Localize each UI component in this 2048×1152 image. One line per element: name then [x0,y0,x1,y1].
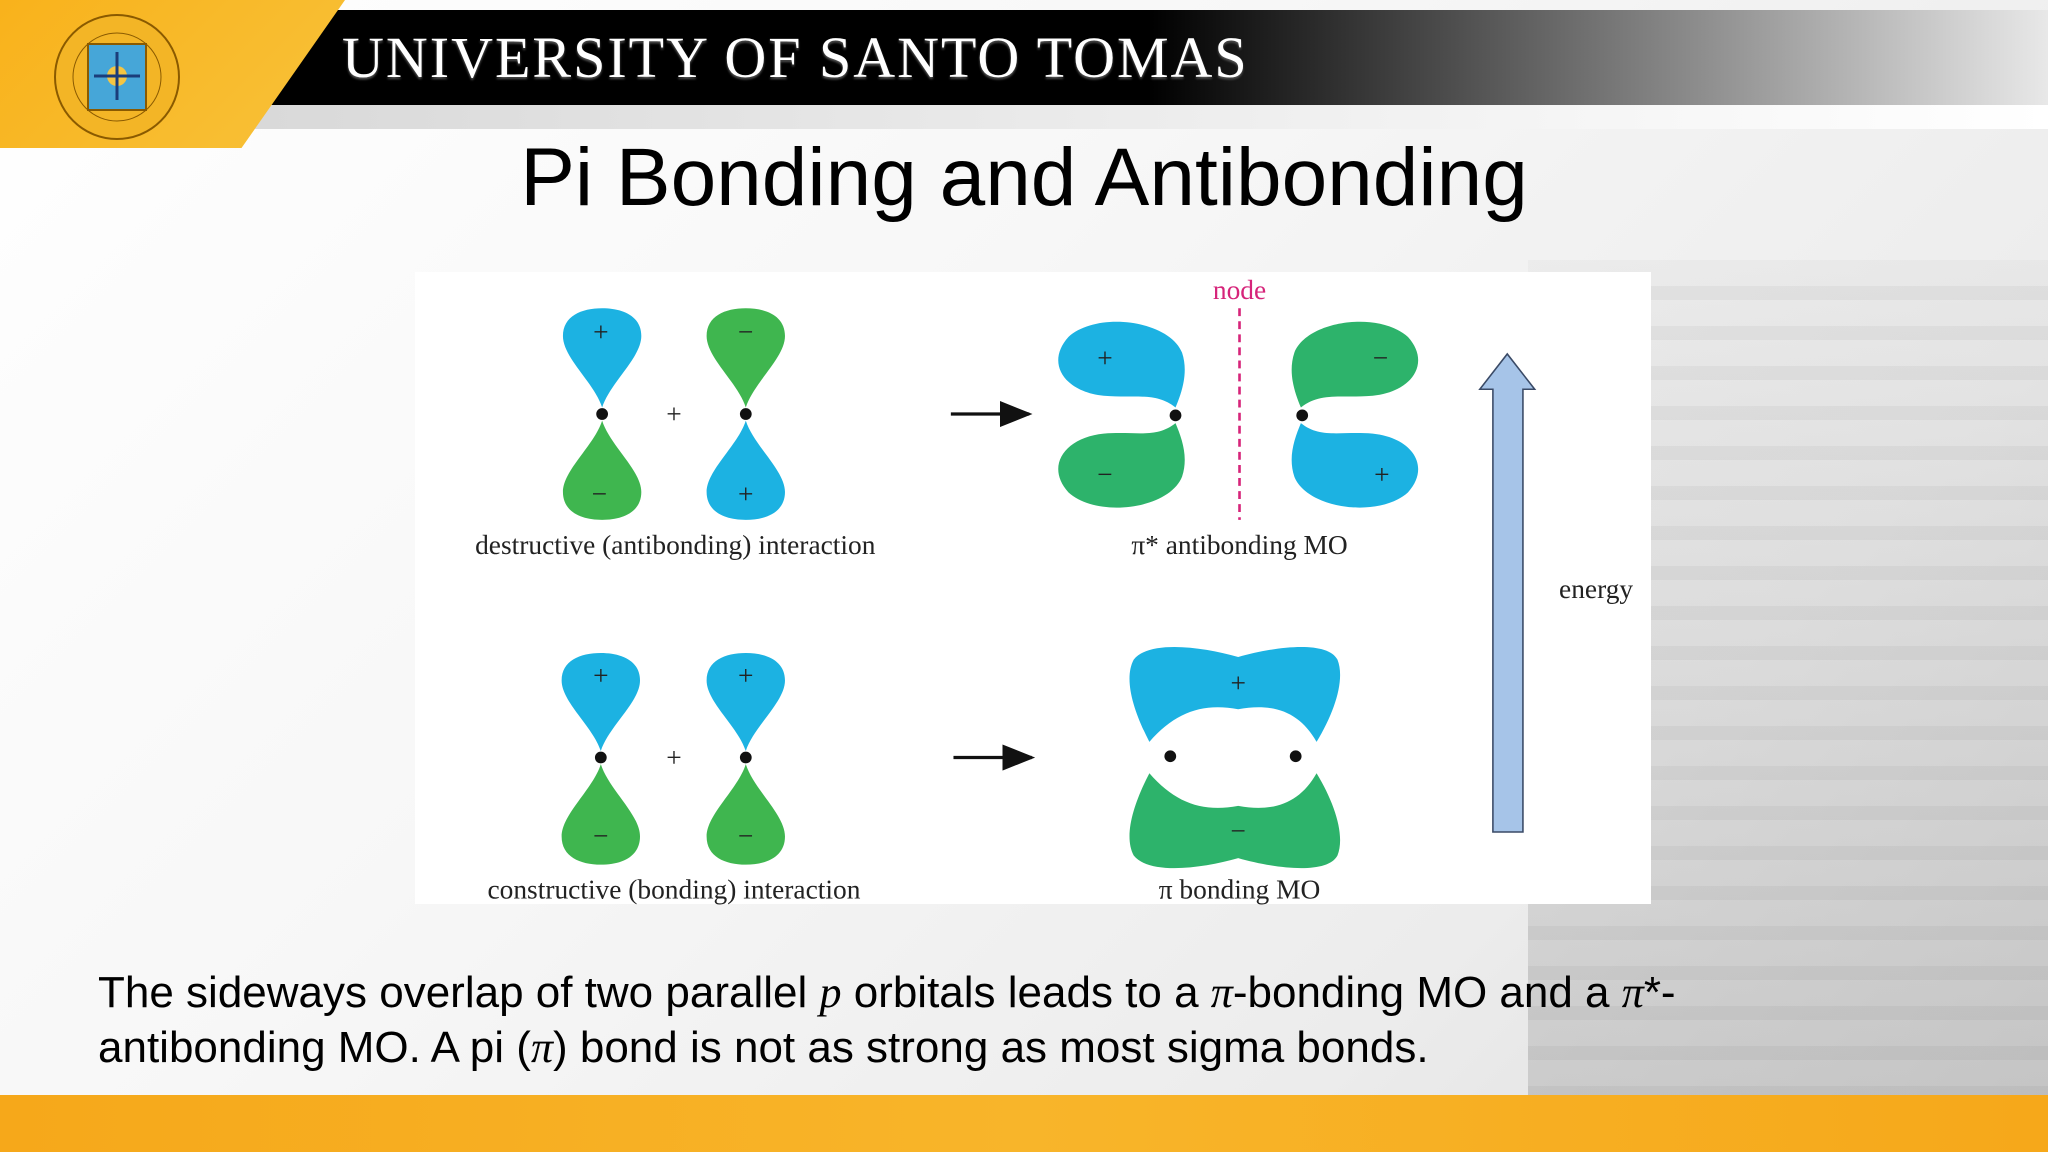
sign-minus: − [592,479,607,509]
sign-plus: + [738,660,753,690]
p-orbital-lobe-negative [706,764,785,865]
nucleus [739,751,752,764]
sign-minus: − [1230,816,1245,846]
body-segment: The sideways overlap of two parallel [98,968,820,1017]
nucleus [1296,409,1309,422]
antibonding-lobe-bottom-right [1291,423,1419,508]
slide-title: Pi Bonding and Antibonding [520,132,1528,223]
body-segment: ) bond is not as strong as most sigma bo… [552,1023,1429,1072]
p-orbital-lobe-negative [562,420,642,520]
sign-minus: − [738,317,753,347]
header-underline [220,105,2048,129]
bonding-lobe-bottom [1129,773,1341,869]
body-text: The sideways overlap of two parallel p o… [98,965,1948,1075]
node-label: node [1213,275,1266,305]
sign-minus: − [1373,343,1388,373]
sign-plus: + [738,479,753,509]
antibonding-lobe-bottom-left [1058,423,1185,508]
antibonding-lobe-top-right [1291,321,1419,408]
sign-minus: − [593,821,608,851]
sign-plus: + [1230,668,1245,698]
body-segment: antibonding MO. A pi ( [98,1023,531,1072]
body-pi-symbol: π [1621,968,1644,1017]
p-orbital-lobe-positive [562,308,642,408]
plus-sign-bottom: + [666,743,681,773]
header-bar [248,10,2048,105]
p-orbital-lobe-negative [706,308,785,408]
footer-bar [0,1095,2048,1152]
energy-label: energy [1559,574,1633,604]
p-orbital-lobe-negative [561,764,640,865]
nucleus [596,408,608,420]
sign-plus: + [593,317,608,347]
p-orbital-lobe-positive [706,653,785,752]
sign-plus: + [1374,459,1389,489]
sign-minus: − [738,821,753,851]
antibonding-lobe-top-left [1058,321,1185,408]
p-orbital-lobe-positive [561,653,640,752]
nucleus [1169,409,1182,422]
p-orbital-lobe-positive [706,420,785,520]
body-italic-p: p [819,968,842,1017]
antibonding-caption: π* antibonding MO [1131,530,1347,560]
body-segment: orbitals leads to a [841,968,1211,1017]
bonding-caption: π bonding MO [1159,875,1321,905]
sign-minus: − [1097,459,1112,489]
constructive-caption: constructive (bonding) interaction [487,875,860,905]
energy-arrow-icon [1478,352,1537,833]
university-name: UNIVERSITY OF SANTO TOMAS [342,25,1249,90]
nucleus [739,408,752,420]
nucleus [1289,750,1302,763]
destructive-caption: destructive (antibonding) interaction [475,530,876,560]
plus-sign-top: + [666,399,681,429]
body-pi-symbol: π [530,1023,553,1072]
sign-plus: + [593,660,608,690]
body-segment: -bonding MO and a [1232,968,1622,1017]
body-segment: *- [1643,968,1676,1017]
bonding-lobe-top [1129,646,1341,742]
university-seal-logo [54,14,180,140]
body-pi-symbol: π [1210,968,1233,1017]
nucleus [594,751,607,764]
sign-plus: + [1097,343,1112,373]
nucleus [1164,750,1177,763]
